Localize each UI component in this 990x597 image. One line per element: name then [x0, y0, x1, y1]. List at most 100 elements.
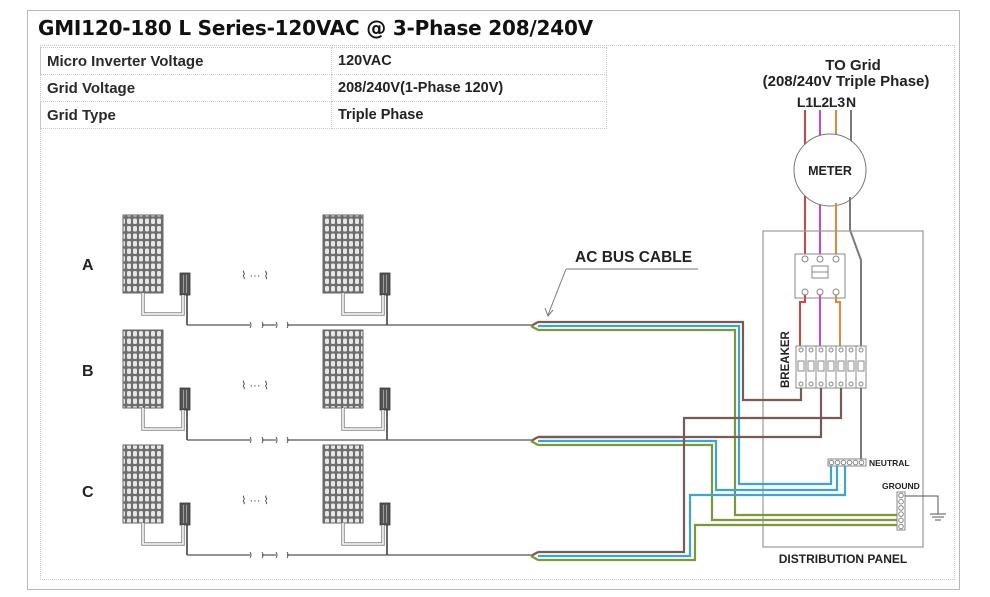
grid-lines: [804, 110, 852, 145]
meter-to-disconnect-wires: [804, 196, 862, 460]
cable-break-mark: [261, 436, 264, 444]
cable-fan: [530, 325, 539, 331]
solar-module: [322, 329, 391, 440]
micro-inverter: [379, 272, 391, 296]
solar-panel: [322, 214, 364, 294]
meter: [793, 133, 867, 207]
dc-lead: [341, 293, 385, 316]
ac-bus-cable-label: AC BUS CABLE: [575, 249, 692, 266]
micro-inverter: [179, 502, 191, 526]
solar-module: [122, 444, 191, 555]
micro-inverter: [179, 387, 191, 411]
solar-module: [322, 214, 391, 325]
branch-c-phase-cable: [538, 388, 843, 554]
breaker: [805, 345, 817, 389]
distribution-panel-label: DISTRIBUTION PANEL: [779, 552, 907, 566]
spec-key: Grid Voltage: [40, 74, 332, 102]
solar-module: [322, 444, 391, 555]
line-label-n: N: [846, 94, 856, 110]
breaker: [845, 345, 857, 389]
earth-ground-icon: [905, 495, 946, 521]
ac-bus-cables: [530, 320, 897, 562]
spec-key: Micro Inverter Voltage: [40, 47, 332, 75]
cable-break-mark: [286, 321, 289, 329]
outer-frame: [27, 10, 960, 590]
breaker-bank: [795, 345, 867, 389]
cable-break-mark: [249, 321, 252, 329]
branch-c-neutral-cable: [538, 466, 847, 558]
dc-lead: [141, 293, 185, 316]
branch-b-phase-cable: [538, 388, 823, 439]
cable-break-mark: [275, 321, 278, 329]
cable-break-mark: [286, 551, 289, 559]
ac-bus-cable-pointer: [544, 268, 698, 317]
branch-b-ground-cable: [538, 443, 897, 522]
breaker: [825, 345, 837, 389]
branch-b-neutral-cable: [538, 439, 839, 492]
more-panels-ellipsis: ⌇ ··· ⌇: [241, 495, 269, 507]
line-label-l1: L1: [797, 94, 814, 110]
main-disconnect: [794, 253, 846, 299]
breaker: [835, 345, 847, 389]
l3-wire: [835, 295, 841, 346]
dc-lead: [141, 523, 185, 546]
solar-branches: [122, 214, 531, 559]
branch-c-ground-cable: [538, 523, 897, 562]
micro-inverter: [179, 272, 191, 296]
disconnect-to-breaker-wires: [799, 295, 841, 346]
spec-key: Grid Type: [40, 101, 332, 129]
cable-break-mark: [249, 436, 252, 444]
grid-subtitle: (208/240V Triple Phase): [763, 73, 930, 90]
meter-label: METER: [808, 164, 852, 178]
neutral-bar: [827, 458, 867, 467]
solar-branch: [122, 214, 531, 329]
breaker-label: BREAKER: [780, 330, 792, 388]
cable-fan: [530, 555, 539, 561]
micro-inverter: [379, 502, 391, 526]
branch-a-ground-cable: [538, 328, 897, 517]
grid-title: TO Grid: [825, 57, 881, 74]
solar-module: [122, 214, 191, 325]
cable-break-mark: [261, 321, 264, 329]
ground-bar: [896, 491, 906, 531]
cable-fan: [530, 440, 539, 446]
diagram-border: [40, 45, 955, 580]
breaker: [795, 345, 807, 389]
cable-break-mark: [275, 551, 278, 559]
more-panels-ellipsis: ⌇ ··· ⌇: [241, 270, 269, 282]
dc-lead: [141, 408, 185, 431]
spec-value: Triple Phase: [331, 101, 607, 129]
page-title: GMI120-180 L Series-120VAC @ 3-Phase 208…: [38, 16, 593, 40]
cable-break-mark: [275, 436, 278, 444]
neutral-label: NEUTRAL: [869, 458, 910, 468]
solar-panel: [322, 329, 364, 409]
ground-label: GROUND: [882, 481, 920, 491]
dc-lead: [341, 523, 385, 546]
branch-label-a: A: [82, 257, 94, 274]
solar-panel: [322, 444, 364, 524]
solar-module: [122, 329, 191, 440]
solar-panel: [122, 214, 164, 294]
solar-branch: [122, 329, 531, 444]
distribution-panel: [762, 230, 924, 548]
dc-lead: [341, 408, 385, 431]
branch-label-b: B: [82, 363, 94, 380]
line-label-l2: L2: [813, 94, 830, 110]
cable-fan: [530, 321, 539, 327]
spec-table: Micro Inverter Voltage 120VAC Grid Volta…: [40, 47, 607, 129]
cable-fan: [530, 551, 539, 557]
cable-fan: [530, 436, 539, 442]
branch-a-neutral-cable: [538, 324, 833, 486]
cable-break-mark: [286, 436, 289, 444]
branch-a-phase-cable: [538, 320, 803, 402]
branch-label-c: C: [82, 484, 94, 501]
cable-break-mark: [261, 551, 264, 559]
breaker: [855, 345, 867, 389]
spec-row: Grid Type Triple Phase: [40, 101, 607, 129]
line-label-l3: L3: [829, 94, 846, 110]
l1-wire: [799, 295, 806, 346]
breaker: [815, 345, 827, 389]
solar-panel: [122, 444, 164, 524]
more-panels-ellipsis: ⌇ ··· ⌇: [241, 380, 269, 392]
